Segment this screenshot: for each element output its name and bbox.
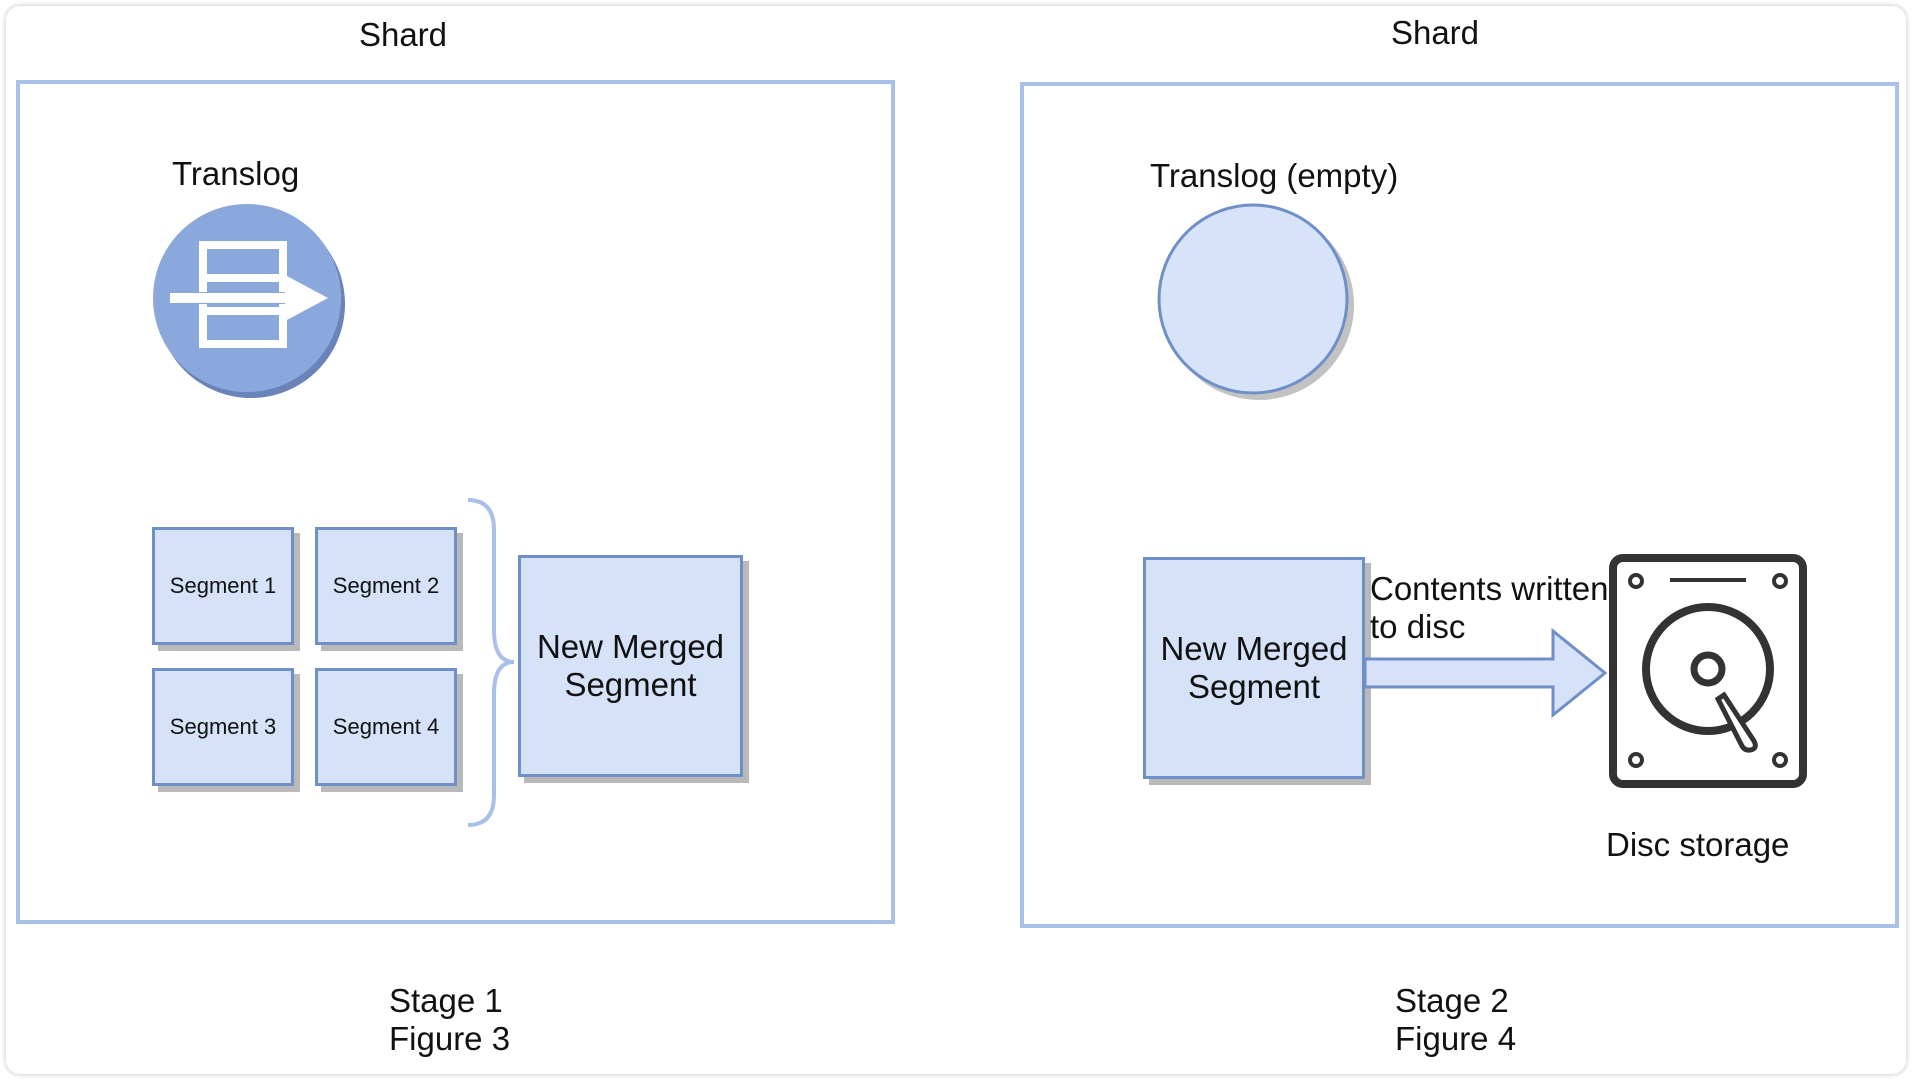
- stage1-caption: Stage 1 Figure 3: [389, 982, 510, 1058]
- segment-4: Segment 4: [315, 668, 457, 786]
- segment-2: Segment 2: [315, 527, 457, 645]
- stage1-merged-segment: New Merged Segment: [518, 555, 743, 777]
- hard-disk-icon: [1609, 554, 1807, 788]
- stage2-caption: Stage 2 Figure 4: [1395, 982, 1516, 1058]
- segment-1: Segment 1: [152, 527, 294, 645]
- merge-brace: [467, 498, 515, 827]
- stage1-translog-label: Translog: [172, 155, 300, 192]
- translog-arrow-icon: [153, 204, 345, 398]
- stage2-merged-line2: Segment: [1187, 668, 1321, 705]
- arrow-label: Contents written to disc: [1370, 570, 1608, 646]
- write-arrow-icon: [1365, 627, 1608, 719]
- stage2-merged-line1: New Merged: [1160, 630, 1348, 667]
- stage2-translog-label: Translog (empty): [1150, 157, 1399, 194]
- stage2-merged-segment: New Merged Segment: [1143, 557, 1365, 779]
- empty-translog-icon: [1157, 203, 1354, 400]
- segment-3: Segment 3: [152, 668, 294, 786]
- stage1-shard-title: Shard: [358, 16, 448, 53]
- stage2-shard-title: Shard: [1390, 14, 1480, 51]
- stage1-shard-box: [16, 80, 895, 924]
- arrow-label-line1: Contents written: [1370, 570, 1609, 607]
- disc-storage-label: Disc storage: [1606, 826, 1790, 863]
- arrow-label-line2: to disc: [1370, 608, 1466, 645]
- stage2-caption-figure: Figure 4: [1395, 1020, 1517, 1057]
- stage1-merged-line1: New Merged: [536, 628, 725, 665]
- stage1-caption-stage: Stage 1: [389, 982, 503, 1019]
- stage1-caption-figure: Figure 3: [389, 1020, 511, 1057]
- stage2-shard-box: [1020, 82, 1899, 928]
- stage2-caption-stage: Stage 2: [1395, 982, 1509, 1019]
- stage1-merged-line2: Segment: [564, 666, 697, 703]
